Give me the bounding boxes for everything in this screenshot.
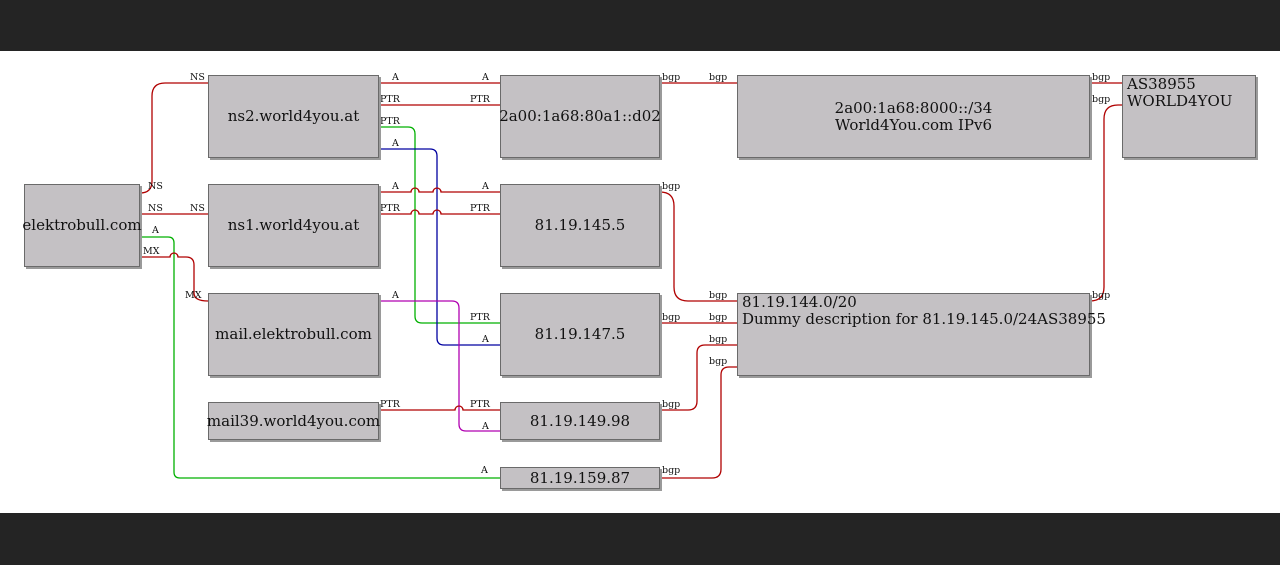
label-ptr-tail-ns2-147-5: PTR	[380, 116, 401, 127]
node-net144-line1: 81.19.144.0/20	[742, 293, 857, 311]
label-mx-tail: MX	[143, 246, 160, 257]
node-ns1: ns1.world4you.at	[208, 184, 379, 267]
label-a-head-ns1: A	[481, 181, 489, 192]
dns-graph-canvas: NS NS NS NS A MX MX A A A PTR PTR PTR A …	[0, 51, 1280, 513]
node-mail-label: mail.elektrobull.com	[215, 325, 372, 343]
node-elektrobull-label: elektrobull.com	[22, 216, 142, 234]
label-bgp-head-net144-c: bgp	[709, 334, 727, 345]
label-a-tail-mail: A	[391, 290, 399, 301]
node-ip-149-98-label: 81.19.149.98	[529, 411, 631, 430]
edge-ptr-mail39-149-98	[379, 405, 500, 411]
label-a-head-149-98: A	[481, 421, 489, 432]
label-bgp-tail-ip6: bgp	[662, 72, 680, 83]
edge-bgp-149-98-net144	[660, 344, 737, 411]
label-ns-tail-ns1: NS	[148, 203, 163, 214]
label-ns-head-ns1: NS	[190, 203, 205, 214]
node-ip-149-98: 81.19.149.98	[500, 402, 660, 440]
label-bgp-head-net144-d: bgp	[709, 356, 727, 367]
graph-edges: NS NS NS NS A MX MX A A A PTR PTR PTR A …	[139, 72, 1122, 479]
label-a-head-147-5: A	[481, 334, 489, 345]
label-ptr-head-149-98: PTR	[470, 399, 491, 410]
label-ptr-tail-ns1: PTR	[380, 203, 401, 214]
node-net6-line2: World4You.com IPv6	[834, 115, 993, 134]
edge-bgp-145-5-net144	[659, 191, 737, 302]
label-a-head-159-87: A	[480, 465, 488, 476]
node-net6: 2a00:1a68:8000::/34 World4You.com IPv6	[737, 75, 1090, 158]
edge-bgp-159-87-net144	[660, 366, 737, 479]
node-as38955: AS38955 WORLD4YOU	[1122, 75, 1256, 158]
label-ptr-tail-mail39: PTR	[380, 399, 401, 410]
label-ptr-head-147-5: PTR	[470, 312, 491, 323]
edge-ptr-ns1-145-5	[379, 209, 500, 215]
label-ptr-tail-ns2-ip6: PTR	[380, 94, 401, 105]
node-ip-159-87: 81.19.159.87	[500, 467, 660, 489]
node-ip-159-87-label: 81.19.159.87	[529, 468, 631, 487]
label-ns-tail-ns2: NS	[148, 181, 163, 192]
label-bgp-head-net144-a: bgp	[709, 290, 727, 301]
node-net6-line1: 2a00:1a68:8000::/34	[834, 98, 993, 117]
label-bgp-tail-149-98: bgp	[662, 399, 680, 410]
node-ip-147-5-label: 81.19.147.5	[534, 325, 626, 343]
node-as-line2: WORLD4YOU	[1127, 92, 1233, 110]
label-ptr-head-ns1: PTR	[470, 203, 491, 214]
node-ns2-label: ns2.world4you.at	[227, 107, 360, 125]
label-bgp-tail-147-5: bgp	[662, 312, 680, 323]
node-mail39: mail39.world4you.com	[206, 402, 381, 440]
edge-ns-elektrobull-ns2	[139, 82, 208, 194]
node-mail39-label: mail39.world4you.com	[206, 411, 381, 430]
label-bgp-tail-159-87: bgp	[662, 465, 680, 476]
label-bgp-tail-net6: bgp	[1092, 72, 1110, 83]
label-bgp-head-as: bgp	[1092, 94, 1110, 105]
edge-a-elektrobull-159-87	[140, 236, 500, 479]
node-ip-145-5: 81.19.145.5	[500, 184, 660, 267]
label-a-tail-ns2-ip6: A	[391, 72, 399, 83]
node-ip-147-5: 81.19.147.5	[500, 293, 660, 376]
label-ns-head-ns2: NS	[190, 72, 205, 83]
label-bgp-tail-net144: bgp	[1092, 290, 1110, 301]
label-a-tail-green: A	[151, 225, 159, 236]
node-net144-line2: Dummy description for 81.19.145.0/24AS38…	[742, 310, 1106, 328]
label-bgp-tail-145-5: bgp	[662, 181, 680, 192]
node-ns2: ns2.world4you.at	[208, 75, 379, 158]
label-a-tail-ns2-147-5: A	[391, 138, 399, 149]
edge-a-ns2-147-5	[379, 148, 500, 346]
node-mail: mail.elektrobull.com	[208, 293, 379, 376]
node-net144: 81.19.144.0/20 Dummy description for 81.…	[737, 293, 1106, 376]
label-a-tail-ns1: A	[391, 181, 399, 192]
label-bgp-head-net6: bgp	[709, 72, 727, 83]
label-mx-head: MX	[185, 290, 202, 301]
edge-bgp-net144-as	[1089, 104, 1122, 302]
node-as-line1: AS38955	[1127, 75, 1196, 93]
node-ns1-label: ns1.world4you.at	[227, 216, 360, 234]
edge-ptr-ns2-147-5	[379, 126, 500, 324]
label-ptr-head-ns2-ip6: PTR	[470, 94, 491, 105]
edge-mx-elektrobull-mail	[140, 252, 209, 302]
edge-a-ns1-145-5	[379, 187, 500, 193]
node-elektrobull: elektrobull.com	[22, 184, 142, 267]
label-a-head-ns2-ip6: A	[481, 72, 489, 83]
edge-a-mail-149-98	[379, 300, 500, 432]
label-bgp-head-net144-b: bgp	[709, 312, 727, 323]
node-ip-145-5-label: 81.19.145.5	[534, 216, 626, 234]
node-ip6-label: 2a00:1a68:80a1::d02	[499, 107, 661, 125]
node-ip6: 2a00:1a68:80a1::d02	[499, 75, 661, 158]
